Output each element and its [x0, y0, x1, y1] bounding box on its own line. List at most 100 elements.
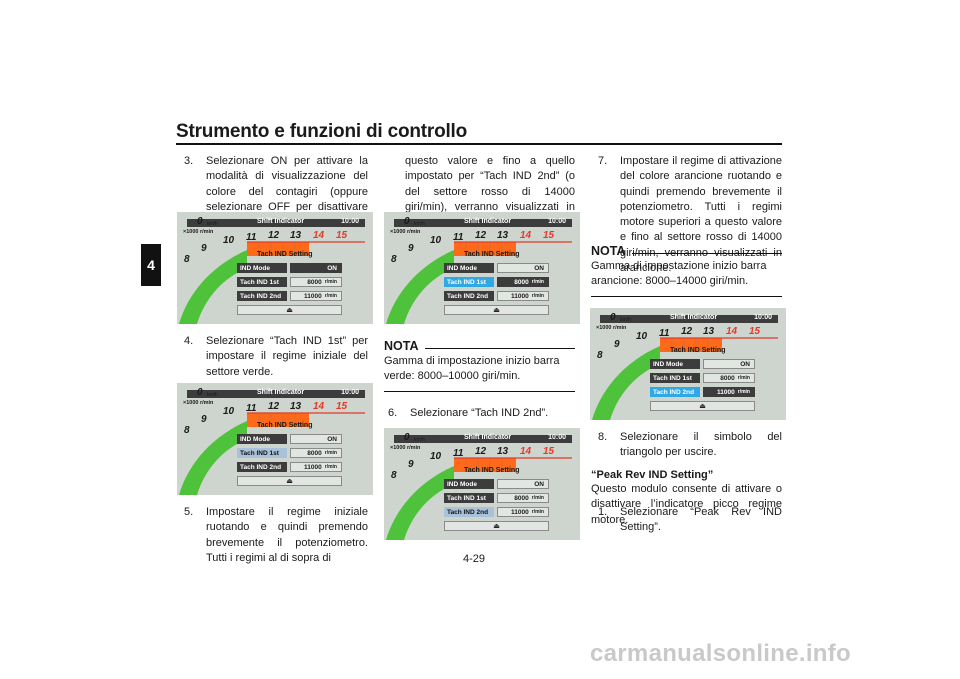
tick-label: 11: [453, 232, 464, 243]
tick-label: 8: [391, 470, 397, 481]
speed-value: 0: [610, 312, 616, 323]
tick-label: 9: [408, 243, 414, 254]
tach-orange-zone: [454, 458, 516, 472]
tick-label: 14: [726, 326, 738, 337]
speed-value: 0: [404, 432, 410, 443]
exit-button[interactable]: ⏏: [237, 476, 342, 486]
nota-orange: NOTA Gamma di impostazione inizio barra …: [591, 244, 782, 297]
tach-arc: [386, 457, 572, 540]
chapter-tab: 4: [141, 244, 161, 286]
exit-button[interactable]: ⏏: [444, 521, 549, 531]
tick-label: 9: [614, 339, 620, 350]
peak-step-1: 1.Selezionare “Peak Rev IND Setting”.: [598, 506, 782, 534]
tach-orange-zone: [454, 242, 516, 256]
tick-label: 12: [268, 230, 280, 241]
tick-label: 12: [681, 326, 693, 337]
rpm-unit: ×1000 r/min: [390, 229, 421, 235]
tick-label: 9: [408, 459, 414, 470]
step-3: 3.Selezionare ON per attivare la modalit…: [184, 155, 368, 228]
watermark: carmanualsonline.info: [590, 640, 852, 667]
tick-label: 11: [659, 328, 670, 339]
eject-triangle-icon: ⏏: [493, 307, 500, 314]
tick-label: 13: [290, 230, 302, 241]
tick-label: 13: [290, 401, 302, 412]
tach-arc: [179, 412, 365, 495]
title-rule: [176, 143, 782, 145]
tick-label: 10: [223, 235, 235, 246]
exit-button[interactable]: ⏏: [444, 305, 549, 315]
tach-green-zone: [386, 250, 454, 324]
tick-label: 12: [475, 230, 487, 241]
peak-rev-description: Questo modulo consente di attivare o dis…: [591, 483, 782, 526]
panel-title: Tach IND Setting: [464, 467, 520, 474]
exit-button[interactable]: ⏏: [650, 401, 755, 411]
tick-label: 15: [336, 230, 348, 241]
speed-value: 0: [197, 216, 203, 227]
panel-title: Tach IND Setting: [257, 251, 313, 258]
tick-label: 9: [201, 243, 207, 254]
tach-orange-zone: [660, 338, 722, 352]
tach-orange-zone: [247, 242, 309, 256]
tick-label: 15: [543, 230, 555, 241]
rpm-unit: ×1000 r/min: [390, 445, 421, 451]
speed-value: 0: [197, 387, 203, 398]
step-5: 5.Impostare il regime iniziale ruotando …: [184, 506, 368, 564]
rpm-unit: ×1000 r/min: [596, 325, 627, 331]
eject-triangle-icon: ⏏: [699, 403, 706, 410]
step-7: 7.Impostare il regime di attivazione del…: [598, 155, 782, 275]
tach-green-zone: [179, 250, 247, 324]
panel-title: Tach IND Setting: [464, 251, 520, 258]
rpm-unit: ×1000 r/min: [183, 229, 214, 235]
exit-button[interactable]: ⏏: [237, 305, 342, 315]
tick-label: 14: [520, 446, 532, 457]
tick-label: 9: [201, 414, 207, 425]
speed-unit: km/h: [207, 392, 218, 398]
tick-label: 15: [336, 401, 348, 412]
eject-triangle-icon: ⏏: [286, 307, 293, 314]
tick-label: 11: [246, 403, 257, 414]
nota-green: NOTA Gamma di impostazione inizio barra …: [384, 339, 575, 392]
tick-label: 11: [453, 448, 464, 459]
eject-triangle-icon: ⏏: [286, 478, 293, 485]
step-6: 6.Selezionare “Tach IND 2nd”.: [388, 407, 549, 419]
tick-label: 10: [636, 331, 648, 342]
tick-label: 14: [313, 401, 325, 412]
speed-unit: km/h: [207, 221, 218, 227]
tick-label: 14: [520, 230, 532, 241]
rpm-unit: ×1000 r/min: [183, 400, 214, 406]
tick-label: 10: [223, 406, 235, 417]
tach-arc: [386, 241, 572, 324]
panel-title: Tach IND Setting: [257, 422, 313, 429]
tach-green-zone: [592, 346, 660, 420]
tick-label: 15: [749, 326, 761, 337]
panel-title: Tach IND Setting: [670, 347, 726, 354]
page-title: Strumento e funzioni di controllo: [176, 121, 468, 142]
speed-unit: km/h: [620, 317, 631, 323]
tach-orange-zone: [247, 413, 309, 427]
tick-label: 13: [497, 230, 509, 241]
speed-unit: km/h: [414, 221, 425, 227]
tick-label: 12: [268, 401, 280, 412]
tick-label: 12: [475, 446, 487, 457]
step-4: 4.Selezionare “Tach IND 1st” per imposta…: [184, 335, 368, 378]
